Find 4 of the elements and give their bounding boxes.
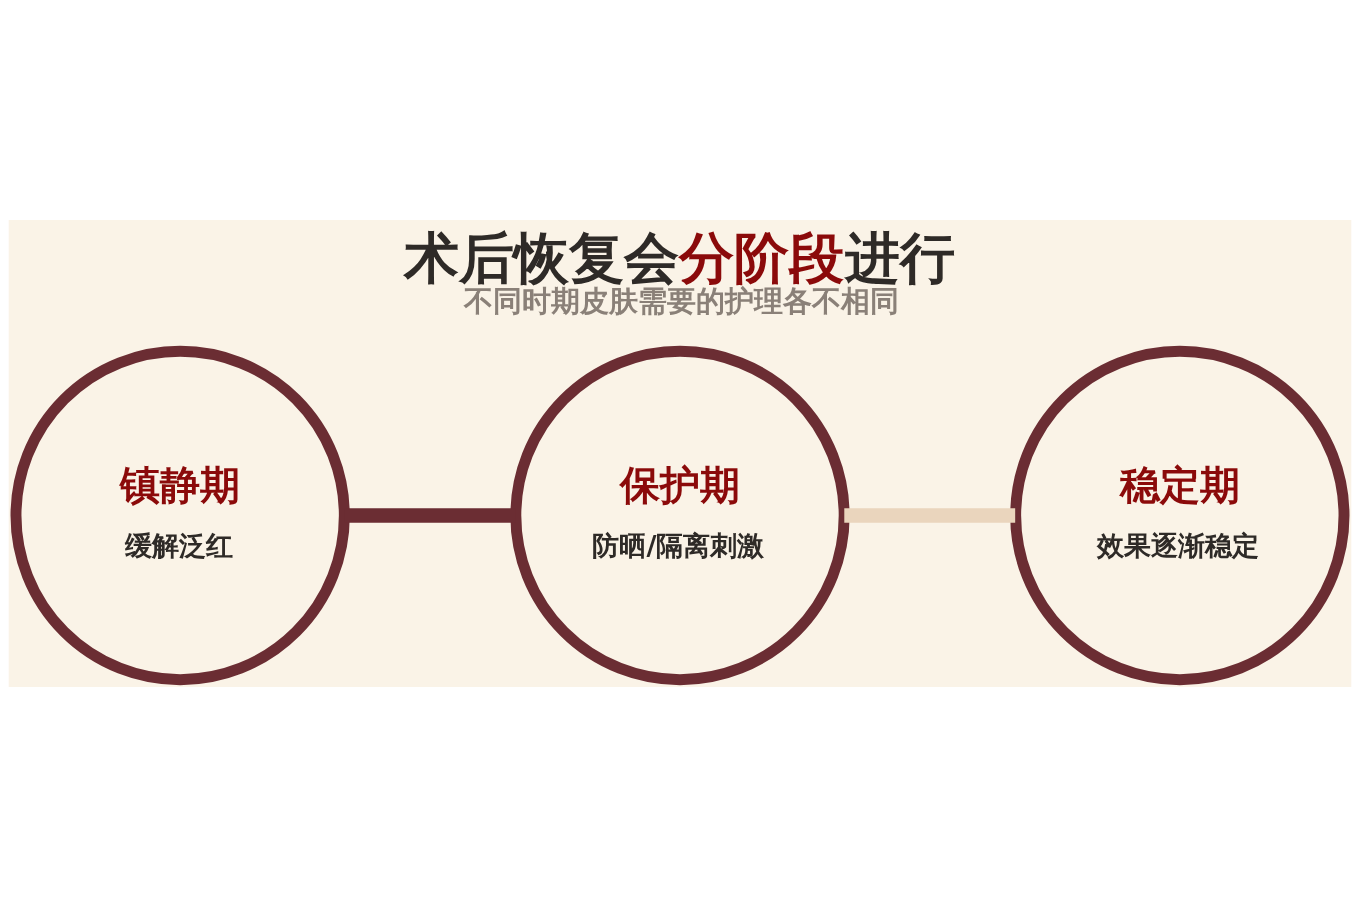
connector	[844, 508, 1016, 523]
node-circle: 稳定期 效果逐渐稳定	[1010, 345, 1350, 686]
node-circle: 镇静期 缓解泛红	[10, 345, 350, 686]
node-circle: 保护期 防晒/隔离刺激	[510, 345, 850, 686]
